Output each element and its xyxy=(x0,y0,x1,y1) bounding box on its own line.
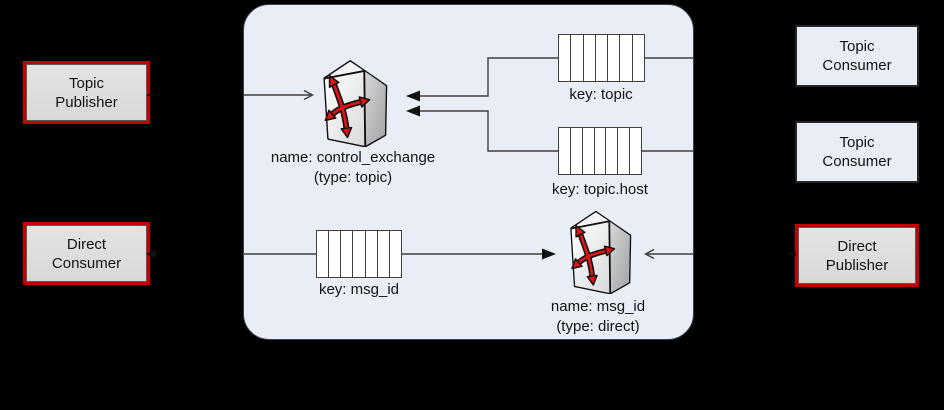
exchange-direct-label: name: msg_id (type: direct) xyxy=(478,297,718,337)
node-label-line: Consumer xyxy=(822,153,892,170)
exchange-switch-icon xyxy=(564,206,633,294)
node-label-line: Direct xyxy=(837,237,877,255)
queue-cell xyxy=(633,35,644,81)
queue-cell xyxy=(596,35,609,81)
node-label-line: Direct xyxy=(66,235,107,253)
exchange-type-label: (type: direct) xyxy=(556,318,640,335)
node-topic-publisher: Topic Publisher xyxy=(23,61,150,124)
queue-msg-id-label: key: msg_id xyxy=(318,281,400,298)
node-label-line: Consumer xyxy=(51,254,122,272)
queue-cell xyxy=(559,128,571,174)
queue-icon-topic xyxy=(558,34,645,82)
node-direct-consumer: Direct Consumer xyxy=(23,222,150,285)
queue-cell xyxy=(571,128,583,174)
queue-cell xyxy=(618,128,631,174)
exchange-type-label: (type: topic) xyxy=(313,169,393,186)
queue-cell xyxy=(583,128,595,174)
node-topic-consumer-1: Topic Consumer xyxy=(795,25,919,87)
queue-cell xyxy=(571,35,584,81)
node-label-line: Publisher xyxy=(55,93,118,111)
queue-cell xyxy=(620,35,633,81)
queue-cell xyxy=(559,35,572,81)
queue-cell xyxy=(341,231,354,277)
queue-cell xyxy=(366,231,378,277)
queue-cell xyxy=(584,35,596,81)
node-label-line: Topic xyxy=(839,38,875,55)
exchange-name-label: name: control_exchange xyxy=(270,149,436,166)
queue-icon-msg-id xyxy=(316,230,402,278)
queue-cell xyxy=(353,231,366,277)
node-label-line: Consumer xyxy=(822,57,892,74)
queue-cell xyxy=(630,128,641,174)
node-label-line: Publisher xyxy=(825,256,889,274)
node-topic-consumer-2: Topic Consumer xyxy=(795,121,919,183)
queue-icon-topic-host xyxy=(558,127,642,175)
queue-cell xyxy=(606,128,619,174)
queue-cell xyxy=(390,231,401,277)
exchange-switch-icon xyxy=(316,55,390,147)
queue-cell xyxy=(329,231,342,277)
queue-topic-host-label: key: topic.host xyxy=(552,181,648,198)
queue-cell xyxy=(608,35,621,81)
node-direct-publisher: Direct Publisher xyxy=(795,224,919,287)
exchange-control-label: name: control_exchange (type: topic) xyxy=(233,148,473,188)
node-label-line: Topic xyxy=(839,134,875,151)
queue-cell xyxy=(317,231,330,277)
node-label-line: Topic xyxy=(68,74,105,92)
exchange-name-label: name: msg_id xyxy=(550,298,646,315)
queue-cell xyxy=(378,231,390,277)
queue-topic-label: key: topic xyxy=(569,86,633,103)
queue-cell xyxy=(595,128,607,174)
